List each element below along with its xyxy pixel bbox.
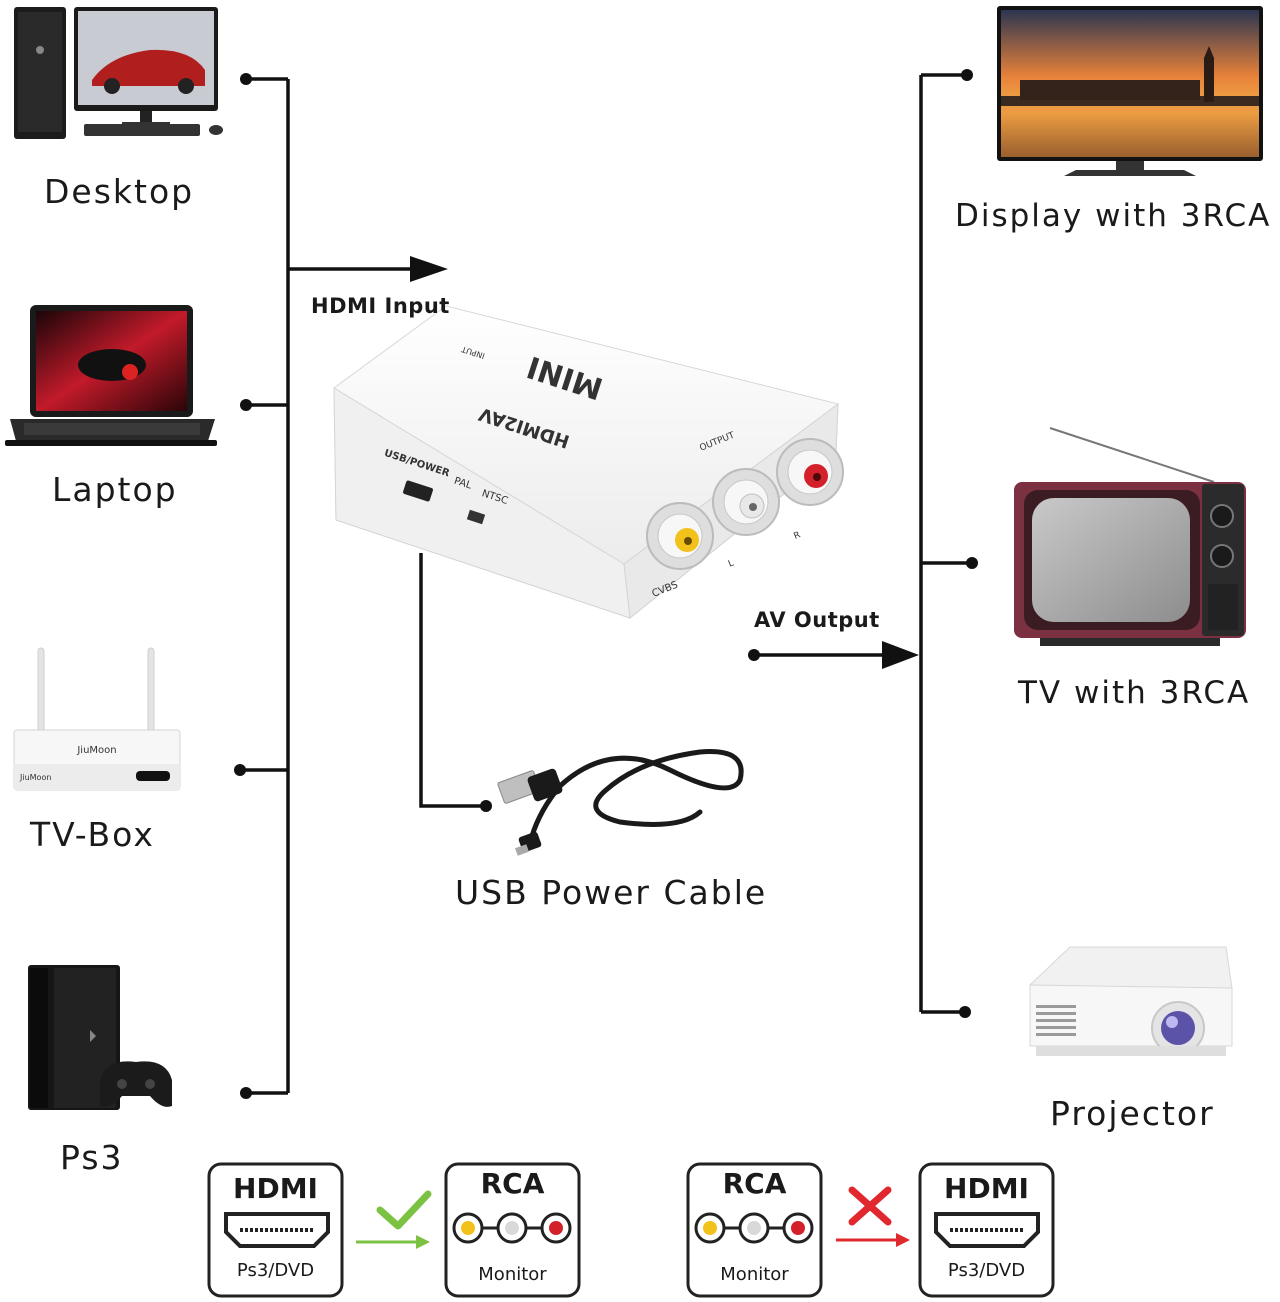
badge-hdmi-target-title: HDMI <box>944 1172 1029 1205</box>
badge-rca-target <box>444 1162 581 1298</box>
hdmi2av-adapter: MINI HDMI2AV INPUT OUTPUT USB/POWER PAL … <box>333 305 844 619</box>
tv-box-label: TV-Box <box>30 815 155 854</box>
badge-rca-source <box>686 1162 823 1298</box>
left-bus-lines <box>240 77 420 1095</box>
usb-cable-icon <box>529 749 744 839</box>
usb-cable-dot <box>480 800 492 812</box>
desktop-icon <box>14 7 223 139</box>
display-label: Display with 3RCA <box>955 198 1272 234</box>
ps3-label: Ps3 <box>60 1138 124 1177</box>
right-bus-lines <box>754 73 972 1014</box>
tv-label: TV with 3RCA <box>1018 675 1251 711</box>
badge-rca-source-title: RCA <box>722 1167 787 1200</box>
badge-hdmi-target <box>918 1162 1055 1298</box>
tv-icon <box>1014 427 1246 646</box>
rca-jack-yellow <box>646 502 714 570</box>
badge-hdmi-source <box>207 1162 344 1298</box>
usb-cable-line <box>419 553 486 808</box>
projector-label: Projector <box>1050 1094 1215 1133</box>
tv-box-front-brand: JiuMoon <box>19 773 51 782</box>
ps3-icon <box>28 965 172 1110</box>
hdmi-input-label: HDMI Input <box>311 294 450 318</box>
tv-box-icon: JiuMoon JiuMoon <box>13 647 181 791</box>
badge-hdmi-source-sub: Ps3/DVD <box>236 1260 315 1281</box>
tv-box-brand-text: JiuMoon <box>76 745 116 756</box>
projector-icon <box>1029 946 1233 1056</box>
badge-rca-source-sub: Monitor <box>720 1264 789 1285</box>
laptop-icon <box>5 305 217 446</box>
av-output-label: AV Output <box>754 608 880 632</box>
adapter-pal-text: PAL <box>453 476 474 492</box>
badge-hdmi-source-title: HDMI <box>233 1172 318 1205</box>
usb-power-cable-label: USB Power Cable <box>455 873 768 912</box>
display-icon <box>997 6 1263 176</box>
rca-jack-red <box>776 438 844 506</box>
usb-plugs <box>497 768 563 856</box>
laptop-label: Laptop <box>52 470 178 509</box>
av-output-arrow <box>882 641 919 669</box>
right-bus-dots <box>748 69 978 1018</box>
adapter-l-text: L <box>727 559 735 570</box>
cross-icon <box>836 1186 910 1247</box>
badge-rca-target-sub: Monitor <box>478 1264 547 1285</box>
hdmi-input-arrow <box>410 256 448 282</box>
badge-rca-target-title: RCA <box>480 1167 545 1200</box>
desktop-label: Desktop <box>44 172 195 211</box>
check-icon <box>356 1190 432 1249</box>
badge-hdmi-target-sub: Ps3/DVD <box>947 1260 1026 1281</box>
adapter-r-text: R <box>792 530 802 542</box>
left-bus-dots <box>234 73 252 1099</box>
rca-jack-white <box>712 468 780 536</box>
